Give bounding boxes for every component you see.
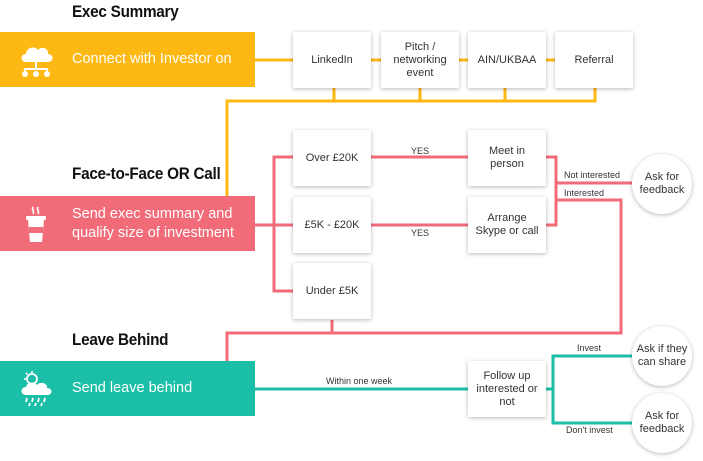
action-follow-up: Follow up interested or not <box>468 361 546 417</box>
connector-orange-bus <box>332 88 597 103</box>
section-title-leave-behind: Leave Behind <box>72 330 169 349</box>
action-meet-in-person: Meet in person <box>468 130 546 186</box>
cloud-network-icon <box>0 42 72 78</box>
connector-teal-down <box>551 389 632 425</box>
channel-referral: Referral <box>555 32 633 88</box>
coffee-cup-icon <box>0 205 72 243</box>
pink-connectors <box>225 155 632 361</box>
band-leave-text: Send leave behind <box>72 380 193 396</box>
size-under-5k: Under £5K <box>293 263 371 319</box>
band-exec-text: Send exec summary and qualify size of in… <box>72 205 234 241</box>
band-send-exec-summary: Send exec summary and qualify size of in… <box>0 196 255 251</box>
rain-cloud-icon <box>0 370 72 407</box>
edge-label-yes-top: YES <box>411 146 430 156</box>
connector-teal-split <box>545 354 632 391</box>
channel-ain-ukbaa: AIN/UKBAA <box>468 32 546 88</box>
section-title-exec-summary: Exec Summary <box>72 2 179 21</box>
edge-label-invest: Invest <box>577 343 602 353</box>
edge-label-interested: Interested <box>564 188 605 198</box>
channel-linkedin: LinkedIn <box>293 32 371 88</box>
size-5k-20k: £5K - £20K <box>293 197 371 253</box>
connector-pink-interested <box>225 198 623 361</box>
section-title-face-to-face: Face-to-Face OR Call <box>72 164 221 183</box>
outcome-ask-for-feedback-top: Ask for feedback <box>632 154 692 214</box>
band-connect-investor: Connect with Investor on <box>0 32 255 87</box>
edge-label-yes-bottom: YES <box>411 228 430 238</box>
size-over-20k: Over £20K <box>293 130 371 186</box>
action-arrange-skype: Arrange Skype or call <box>468 197 546 253</box>
teal-connectors <box>255 354 632 425</box>
connector-orange-down <box>225 88 422 197</box>
edge-label-not-interested: Not interested <box>564 170 621 180</box>
band-connect-text: Connect with Investor on <box>72 51 232 67</box>
edge-label-dont-invest: Don't invest <box>566 425 613 435</box>
band-send-leave-behind: Send leave behind <box>0 361 255 416</box>
channel-pitch-networking-event: Pitch / networking event <box>381 32 459 88</box>
edge-label-within-one-week: Within one week <box>326 376 393 386</box>
connector-pink-meet-out <box>545 155 558 227</box>
outcome-ask-if-share: Ask if they can share <box>632 326 692 386</box>
outcome-ask-for-feedback-bottom: Ask for feedback <box>632 393 692 453</box>
